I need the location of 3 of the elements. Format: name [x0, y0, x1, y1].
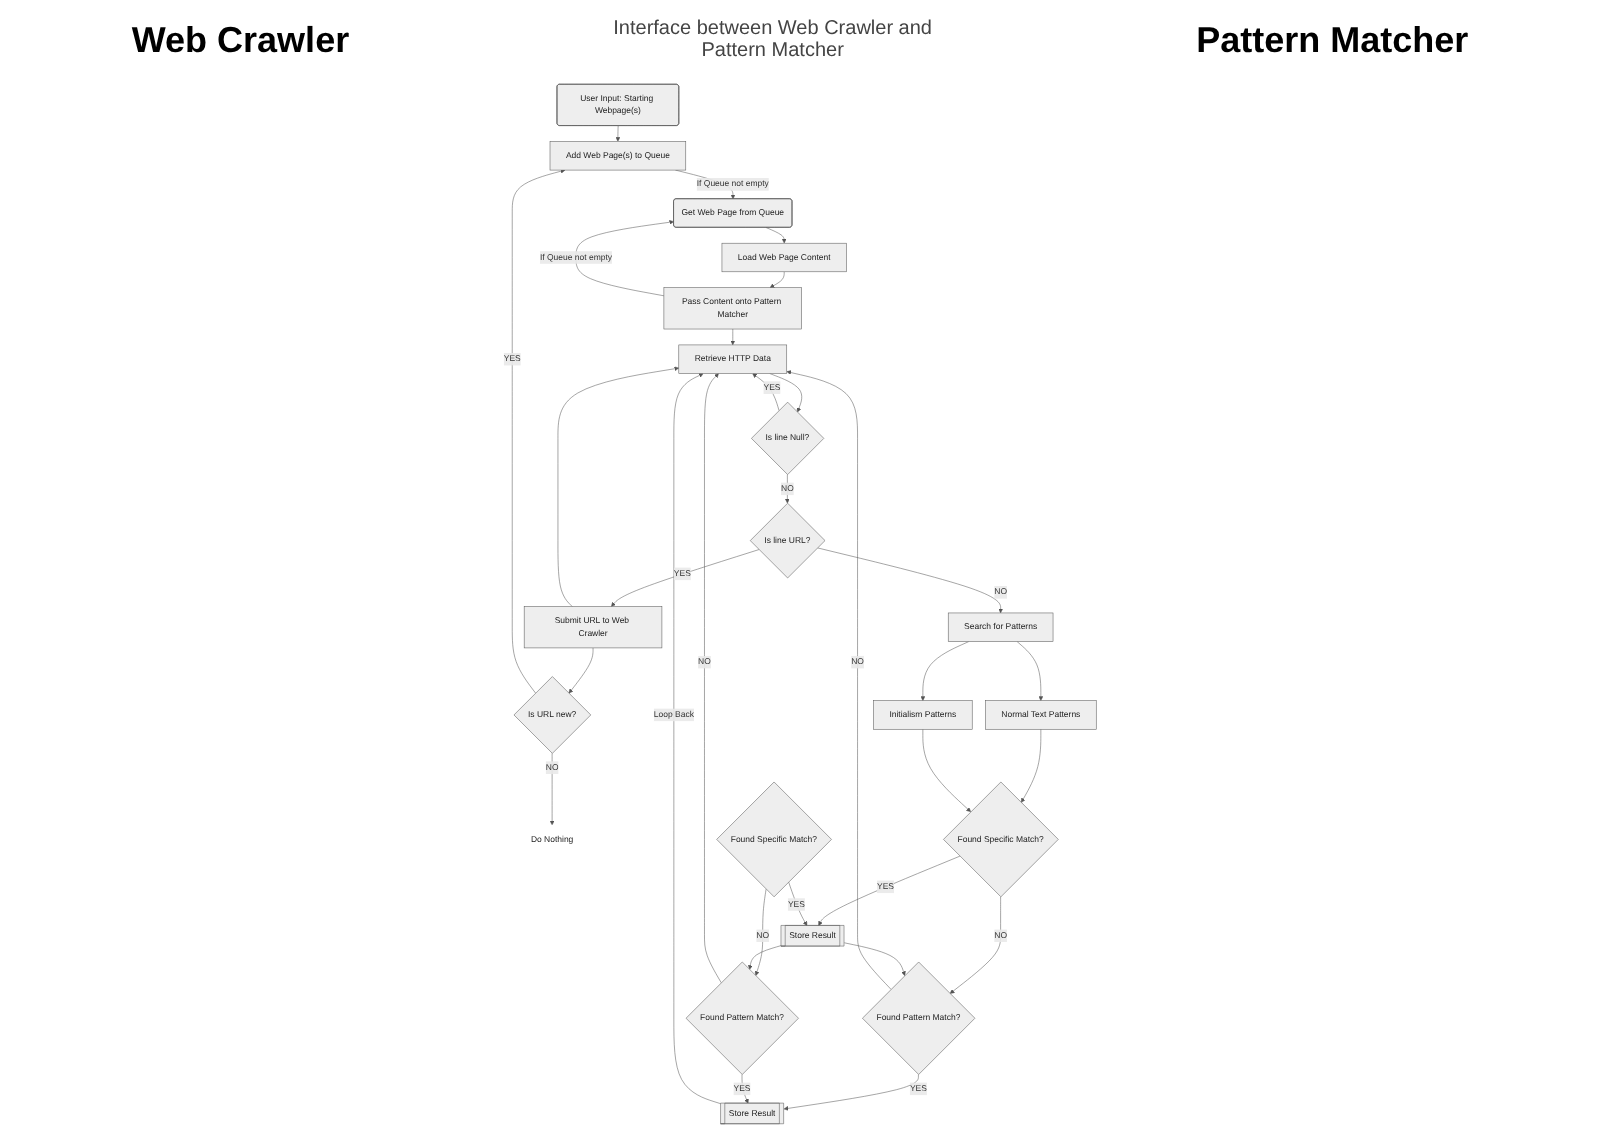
section-heading: Web Crawler — [131, 19, 350, 61]
section-heading: Pattern Matcher — [1196, 19, 1469, 61]
interface-note: Interface between Web Crawler and Pattern Matcher — [612, 18, 933, 62]
